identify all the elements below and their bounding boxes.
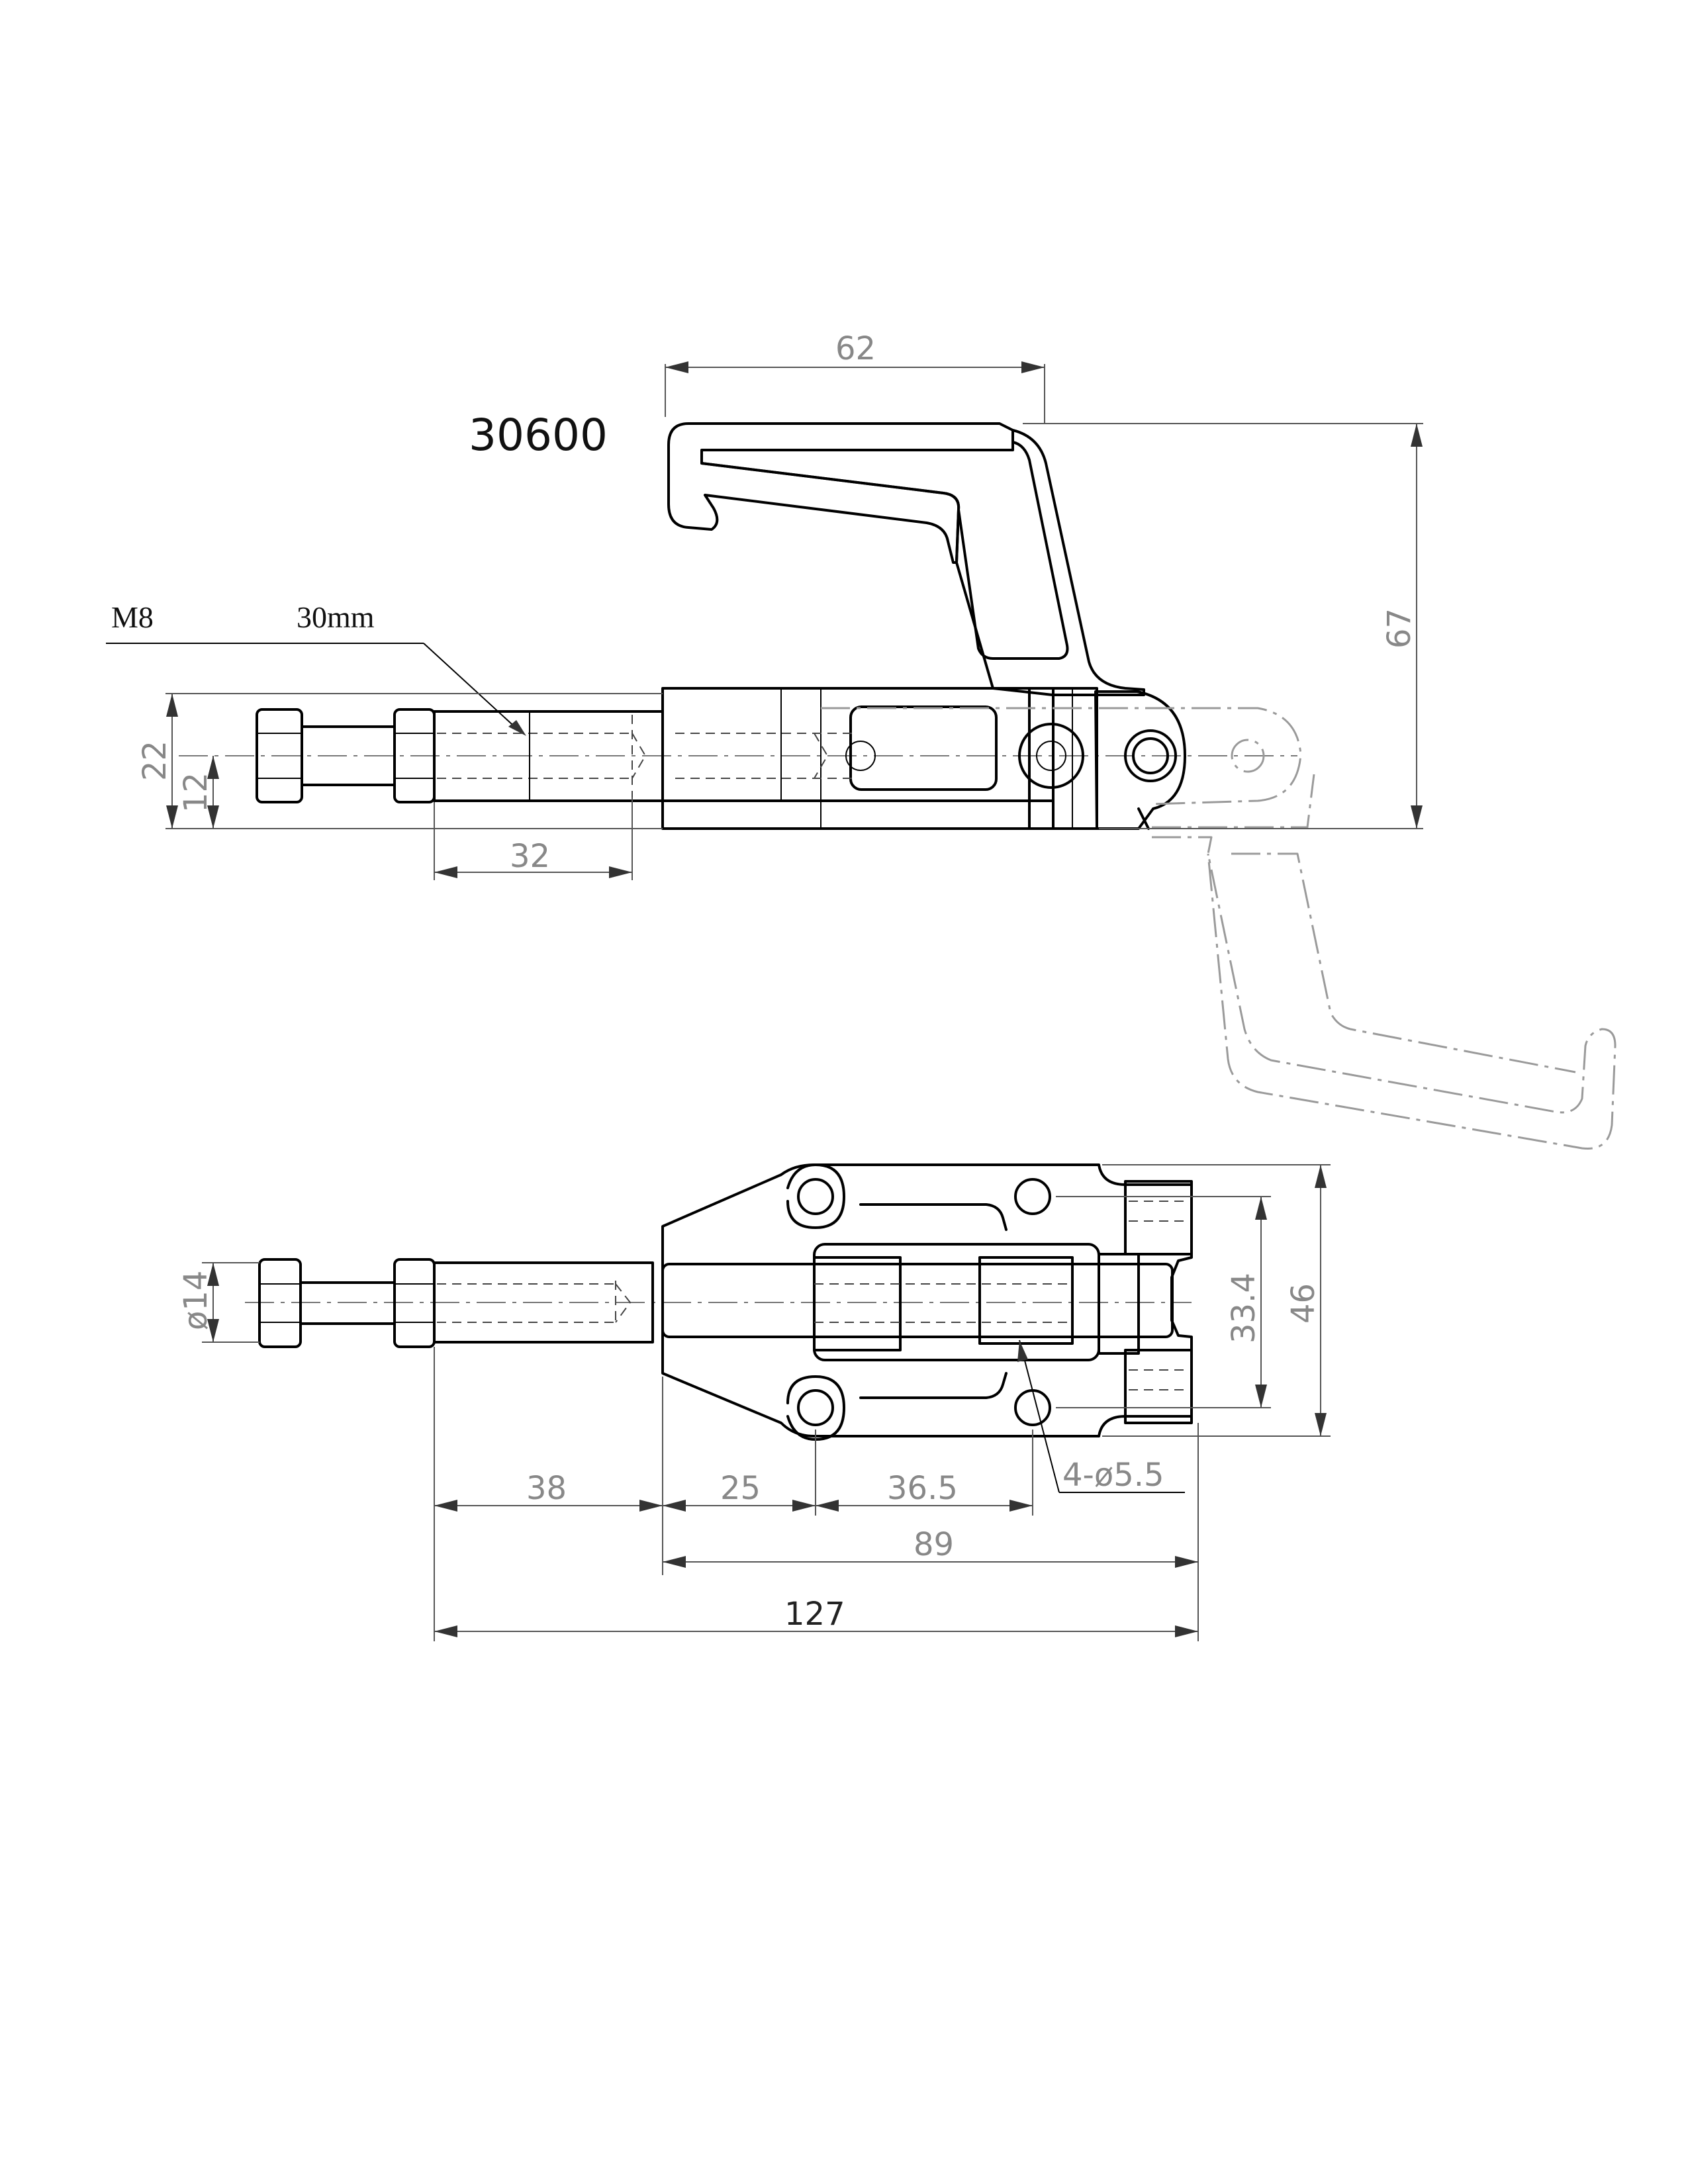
- handle-closed: [667, 422, 1145, 696]
- base-plate: [661, 1163, 1193, 1441]
- handle-open-phantom: [821, 707, 1617, 1150]
- dim-mount-holes-label: 4-ø5.5: [1062, 1457, 1164, 1494]
- mount-hole-leader: 4-ø5.5: [1017, 1340, 1185, 1494]
- dim-horizontal-chain: 38 25 36.5 89 127: [434, 1347, 1199, 1641]
- dim-top-width: 62: [665, 330, 1045, 424]
- dim-thread-length: 32: [434, 797, 633, 880]
- dim-thread-length-label: 32: [510, 838, 550, 875]
- dim-base-width-label: 46: [1285, 1283, 1322, 1324]
- dim-top-width-label: 62: [835, 330, 876, 367]
- side-view: 62 67 22 12: [136, 330, 1617, 1150]
- link-assembly: [813, 1180, 1193, 1424]
- dim-hole-spacing-label: 33.4: [1225, 1273, 1262, 1343]
- dim-rod-height-label: 22: [136, 741, 173, 781]
- dim-base-offset-label: 25: [720, 1470, 761, 1507]
- clamp-body: [661, 687, 1098, 830]
- handle-grip: [667, 422, 1014, 564]
- dim-hole-pitch-label: 36.5: [887, 1470, 958, 1507]
- dim-overall-length-label: 127: [784, 1596, 845, 1633]
- thread-label: M8: [111, 600, 154, 634]
- thread-length-label: 30mm: [297, 600, 375, 634]
- dim-rod-diameter: ø14: [177, 1262, 259, 1343]
- dim-rod-diameter-label: ø14: [177, 1271, 214, 1330]
- dim-rod-center: 12: [177, 756, 219, 829]
- handle-arm: [700, 429, 1145, 696]
- dim-rod-center-label: 12: [177, 772, 214, 813]
- top-view: 4-ø5.5 ø14 33.4 46: [177, 1163, 1331, 1641]
- dim-base-width: 46: [1102, 1164, 1331, 1437]
- pivot-link: [1094, 690, 1186, 830]
- thread-leader: [106, 643, 526, 736]
- dim-body-length-label: 89: [914, 1526, 954, 1563]
- part-number: 30600: [469, 410, 608, 461]
- dim-rod-extension-label: 38: [526, 1470, 567, 1507]
- dim-rod-height: 22: [136, 693, 663, 829]
- top-plunger-rod: [433, 1261, 654, 1343]
- dim-total-height-label: 67: [1381, 608, 1418, 649]
- dim-total-height: 67: [1023, 423, 1423, 829]
- dim-hole-spacing: 33.4: [1056, 1196, 1271, 1408]
